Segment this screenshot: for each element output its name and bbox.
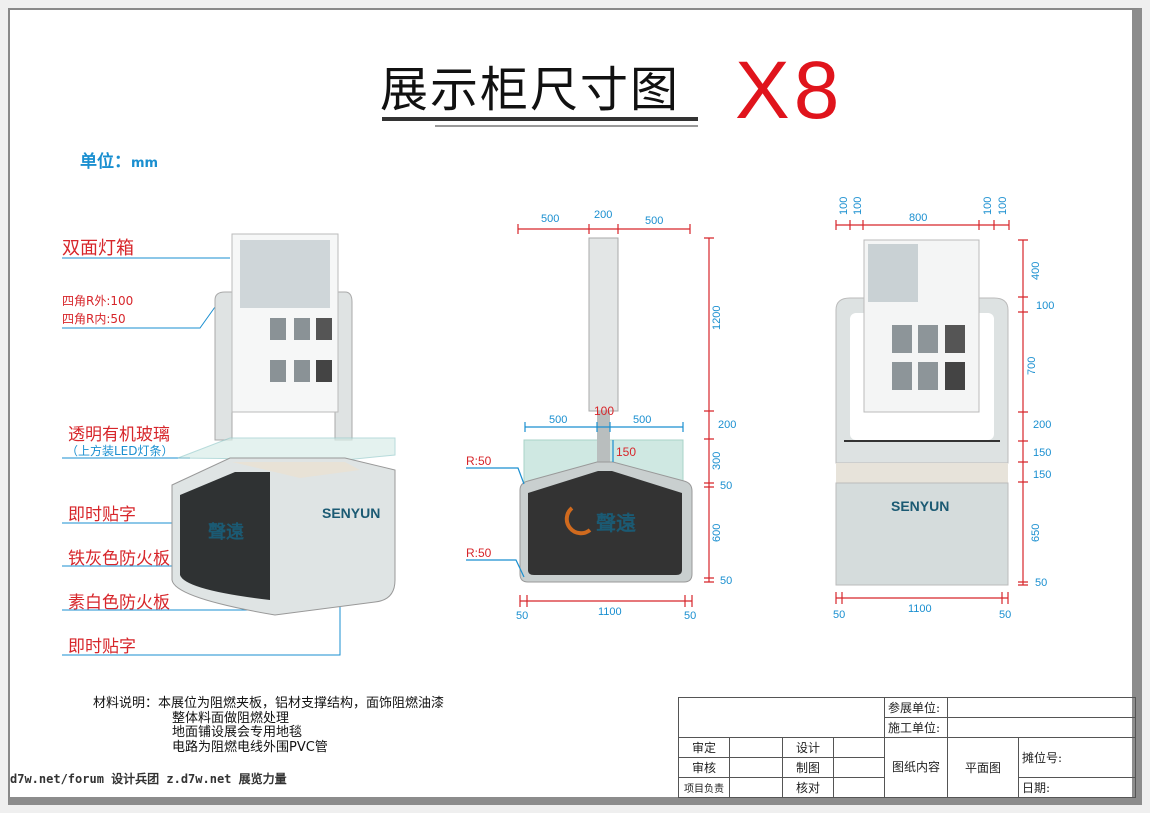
unit-label: 单位：mm <box>80 152 159 172</box>
side-bottom-width-left: 50 <box>516 610 528 622</box>
brand-name-cn: 聲遠 <box>208 521 244 542</box>
side-top-width-right: 500 <box>645 215 663 227</box>
front-height-200: 200 <box>1033 419 1051 431</box>
approve-label: 审定 <box>678 737 730 758</box>
side-radius-bottom: R:50 <box>466 546 492 560</box>
materials-note: 材料说明：本展位为阻燃夹板，铝材支撑结构，面饰阻燃油漆 整体料面做阻燃处理 地面… <box>93 696 445 755</box>
drawing-content-value: 平面图 <box>947 737 1019 798</box>
design-label: 设计 <box>782 737 834 758</box>
title-underline <box>382 117 698 121</box>
front-brand-name: SENYUN <box>891 498 949 514</box>
callout-white-board: 素白色防火板 <box>68 593 170 613</box>
front-bottom-width-left: 50 <box>833 609 845 621</box>
front-top-width-4: 100 <box>982 197 994 215</box>
drawing-label: 制图 <box>782 757 834 778</box>
front-height-700: 700 <box>1026 357 1038 375</box>
title-block: 参展单位: 施工单位: 审定 设计 图纸内容 平面图 摊位号: 审核 制图 项目… <box>678 697 1136 798</box>
page-title: 展示柜尺寸图 <box>380 62 681 118</box>
callout-iron-gray-board: 铁灰色防火板 <box>68 549 170 569</box>
side-top-width-left: 500 <box>541 213 559 225</box>
front-top-width-1: 100 <box>838 197 850 215</box>
side-height-300: 300 <box>711 452 723 470</box>
front-top-width-5: 100 <box>997 197 1009 215</box>
brand-name-en: SENYUN <box>322 505 380 521</box>
side-mid-width-left: 500 <box>549 414 567 426</box>
project-lead-label: 项目负责 <box>678 777 730 798</box>
booth-number-label: 摊位号: <box>1018 737 1136 778</box>
callout-acrylic: 透明有机玻璃 <box>68 425 170 445</box>
side-bottom-width-right: 50 <box>684 610 696 622</box>
review-label: 审核 <box>678 757 730 778</box>
callout-sticker-2: 即时贴字 <box>68 637 136 657</box>
front-height-400: 400 <box>1030 262 1042 280</box>
perspective-view: SENYUN 聲遠 <box>62 233 396 656</box>
side-radius-top: R:50 <box>466 454 492 468</box>
side-height-50-top: 50 <box>720 480 732 492</box>
callout-corner-outer: 四角R外:100 <box>62 294 134 308</box>
watermark: d7w.net/forum 设计兵团 z.d7w.net 展览力量 <box>10 772 287 786</box>
side-height-1200: 1200 <box>711 306 723 330</box>
front-top-width-800: 800 <box>909 212 927 224</box>
side-height-200: 200 <box>718 419 736 431</box>
callout-corner-inner: 四角R内:50 <box>62 312 126 326</box>
drawing-content-label: 图纸内容 <box>884 737 948 798</box>
title-underline-secondary <box>435 125 698 127</box>
side-view: 聲遠 500 200 500 500 500 100 150 R:50 R:50… <box>466 209 736 622</box>
exhibitor-label: 参展单位: <box>884 697 948 718</box>
side-brand-cn: 聲遠 <box>596 511 636 535</box>
front-view: SENYUN 100 100 800 100 100 400 100 700 2… <box>833 197 1054 621</box>
contractor-value <box>947 717 1136 738</box>
side-mid-width-right: 500 <box>633 414 651 426</box>
callout-sticker: 即时贴字 <box>68 505 136 525</box>
front-height-100: 100 <box>1036 300 1054 312</box>
date-label: 日期: <box>1018 777 1136 798</box>
side-height-600: 600 <box>711 524 723 542</box>
side-stem-height: 150 <box>616 445 636 459</box>
front-height-150-a: 150 <box>1033 447 1051 459</box>
front-height-50: 50 <box>1035 577 1047 589</box>
front-height-650: 650 <box>1030 524 1042 542</box>
front-bottom-width-center: 1100 <box>908 603 932 615</box>
front-top-width-2: 100 <box>852 197 864 215</box>
callout-lightbox: 双面灯箱 <box>62 238 134 259</box>
front-height-150-b: 150 <box>1033 469 1051 481</box>
side-stem-width: 100 <box>594 404 614 418</box>
model-code: X8 <box>735 45 844 136</box>
side-top-width-center: 200 <box>594 209 612 221</box>
callout-acrylic-note: （上方装LED灯条） <box>66 444 174 458</box>
side-bottom-width-center: 1100 <box>598 606 622 618</box>
front-bottom-width-right: 50 <box>999 609 1011 621</box>
check-label: 核对 <box>782 777 834 798</box>
side-height-50-bottom: 50 <box>720 575 732 587</box>
contractor-label: 施工单位: <box>884 717 948 738</box>
exhibitor-value <box>947 697 1136 718</box>
